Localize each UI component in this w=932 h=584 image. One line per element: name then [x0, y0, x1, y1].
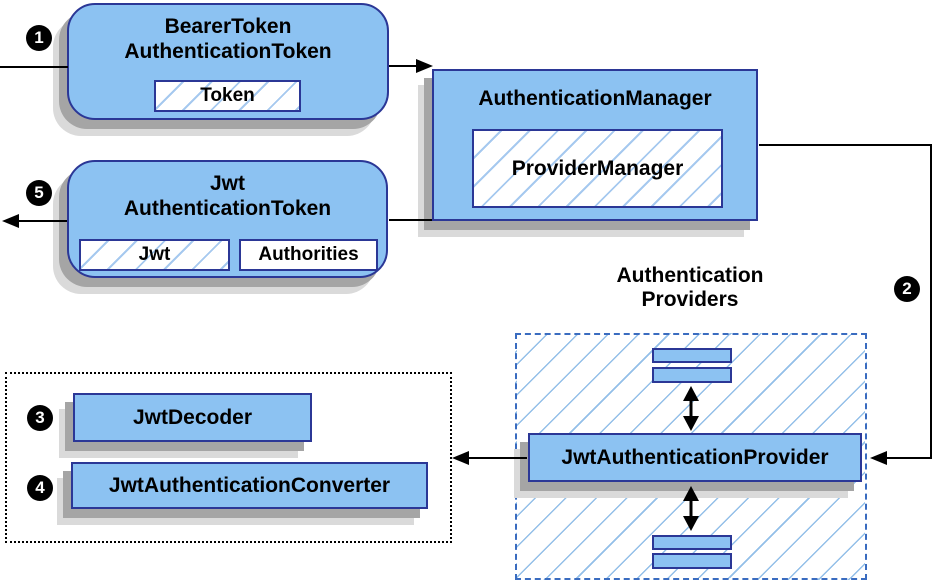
provider-stack-bar-bottom-2 — [652, 553, 732, 569]
bearer-token-authentication-token-node: BearerToken AuthenticationToken Token — [67, 3, 389, 120]
jwt-authentication-token-node: Jwt AuthenticationToken Jwt Authorities — [67, 160, 388, 278]
jwt-decoder-node: JwtDecoder — [73, 393, 312, 442]
jwt-token-title-line2: AuthenticationToken — [123, 196, 332, 220]
jwt-authentication-converter-node: JwtAuthenticationConverter — [71, 462, 428, 509]
step-2-badge: 2 — [894, 276, 920, 302]
step-3-badge: 3 — [27, 405, 53, 431]
authentication-providers-label-line2: Providers — [641, 288, 739, 312]
jwt-chip: Jwt — [79, 239, 230, 271]
step-5-badge: 5 — [26, 180, 52, 206]
provider-manager-chip-label: ProviderManager — [511, 156, 684, 180]
bearer-token-title-line1: BearerToken — [164, 15, 292, 38]
provider-stack-bar-top-2 — [652, 367, 732, 383]
authorities-chip: Authorities — [239, 239, 378, 271]
authentication-manager-node: AuthenticationManager ProviderManager — [432, 69, 758, 221]
provider-stack-bar-bottom-1 — [652, 535, 732, 550]
jwt-authentication-converter-title: JwtAuthenticationConverter — [108, 473, 391, 497]
jwt-chip-label: Jwt — [138, 244, 171, 265]
authentication-manager-title: AuthenticationManager — [478, 87, 712, 110]
token-chip: Token — [154, 80, 301, 112]
jwt-authentication-provider-title: JwtAuthenticationProvider — [561, 445, 829, 469]
bearer-token-title: BearerToken AuthenticationToken — [69, 5, 387, 65]
jwt-decoder-title: JwtDecoder — [132, 405, 253, 429]
jwt-token-output-arrow-icon — [2, 214, 67, 228]
jwt-authentication-provider-node: JwtAuthenticationProvider — [528, 433, 862, 482]
step-1-badge: 1 — [26, 25, 52, 51]
jwt-token-title: Jwt AuthenticationToken — [69, 162, 386, 222]
provider-manager-chip: ProviderManager — [472, 129, 723, 208]
jwt-token-title-line1: Jwt — [209, 172, 245, 195]
authorities-chip-label: Authorities — [258, 244, 359, 265]
token-chip-label: Token — [200, 85, 255, 106]
bearer-token-title-line2: AuthenticationToken — [124, 39, 332, 63]
jwt-converters-container — [5, 372, 452, 543]
authentication-providers-label-line1: Authentication — [616, 264, 764, 287]
step-4-badge: 4 — [27, 475, 53, 501]
provider-stack-bar-top-1 — [652, 348, 732, 363]
bearer-to-manager-arrow-icon — [389, 59, 433, 73]
authentication-providers-label: Authentication Providers — [575, 264, 805, 312]
